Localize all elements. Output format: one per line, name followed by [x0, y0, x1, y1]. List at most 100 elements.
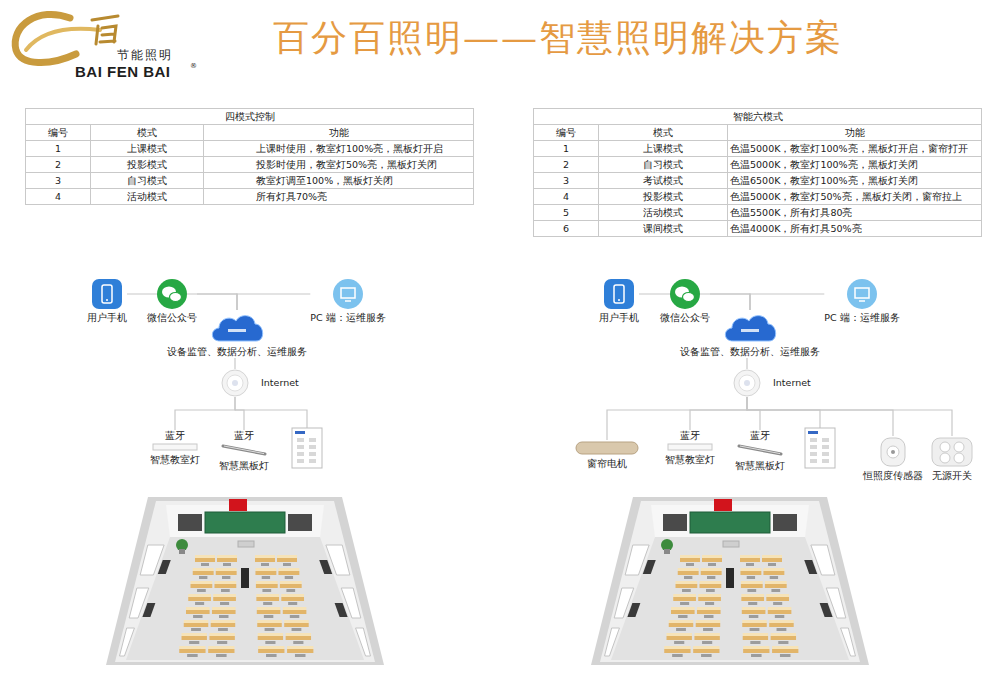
icon-glyph [954, 442, 964, 452]
table-cell: 功能 [728, 125, 982, 141]
room-floor [611, 537, 849, 660]
icon-bg [576, 442, 638, 454]
table-text: 2 [563, 159, 569, 170]
wechat-node: 微信公众号 [147, 278, 197, 324]
lectern [238, 541, 254, 547]
chair [773, 602, 782, 605]
desk-front [281, 597, 304, 601]
desk-front [671, 610, 695, 614]
table-cell: 色温5000K，教室灯100%亮，黑板灯关闭 [728, 157, 982, 173]
desk-front [741, 597, 764, 601]
panel-button [297, 438, 304, 442]
table-row: 5活动模式色温5500K，所有灯具80亮 [534, 205, 982, 221]
table-cell: 2 [26, 157, 91, 173]
table-row: 2投影模式投影时使用，教室灯50%亮，黑板灯关闭 [26, 157, 474, 173]
side-table [158, 560, 171, 574]
icon-glyph [891, 450, 895, 454]
chair [292, 628, 302, 631]
pc-node: PC 端：运维服务 [824, 278, 899, 324]
table-cell: 自习模式 [599, 157, 728, 173]
icon-glyph [228, 329, 246, 332]
blackboard-lamp-icon [221, 443, 267, 457]
mode-table: 智能六模式编号模式功能1上课模式色温5000K，教室灯100%亮，黑板灯开启，窗… [533, 108, 982, 237]
side-table [643, 560, 656, 574]
table-row: 1上课模式上课时使用，教室灯100%亮，黑板灯开启 [26, 141, 474, 157]
window [605, 628, 620, 656]
table-text: 活动模式 [643, 207, 683, 218]
desk-front [768, 610, 792, 614]
projection-screen [229, 499, 247, 511]
desk-front [765, 584, 787, 588]
desk-top [186, 607, 210, 610]
chair [195, 602, 204, 605]
chair [216, 654, 227, 657]
desk-front [702, 558, 722, 562]
table-text: 1 [563, 143, 569, 154]
desk-top [179, 646, 205, 649]
table-text: 投影时使用，教室灯50%亮，黑板灯关闭 [256, 159, 437, 170]
desk-front [208, 649, 234, 653]
desk-front [669, 623, 694, 627]
chair [263, 602, 272, 605]
chair [285, 576, 293, 579]
chair [199, 576, 207, 579]
desk-front [216, 571, 237, 575]
desk-front [193, 571, 214, 575]
chair [187, 654, 198, 657]
desk-top [287, 646, 313, 649]
blackboard [690, 512, 770, 533]
table-text: 3 [55, 175, 61, 186]
icon-glyph [940, 453, 950, 463]
connector [747, 397, 952, 436]
desk-front [179, 649, 205, 653]
chair [748, 602, 757, 605]
desk-top [768, 607, 792, 610]
chair [295, 654, 306, 657]
panel-button [309, 459, 316, 463]
panel-button [297, 459, 304, 463]
table-row: 编号模式功能 [534, 125, 982, 141]
protocol-label: 蓝牙 [234, 430, 254, 442]
chair [682, 589, 691, 592]
side-board [288, 514, 312, 531]
wechat-node: 微信公众号 [660, 278, 710, 324]
table-text: 投影模式 [643, 191, 683, 202]
desk-front [664, 649, 690, 653]
icon-bg [153, 444, 197, 450]
table-cell: 上课时使用，教室灯100%亮，黑板灯开启 [204, 141, 474, 157]
desk-front [771, 636, 796, 640]
desk-front [763, 571, 784, 575]
icon-glyph [741, 329, 759, 332]
desk-top [771, 633, 796, 636]
table-cell: 自习模式 [91, 173, 204, 189]
table-text: 2 [55, 159, 61, 170]
connector [607, 397, 747, 440]
desk-top [256, 594, 279, 597]
logo-mark [15, 14, 118, 62]
desk-top [697, 607, 721, 610]
desk-front [257, 623, 282, 627]
desk-top [693, 646, 719, 649]
pc-icon [847, 279, 877, 309]
blackboard-lamp: 蓝牙智慧黑板灯 [219, 430, 269, 472]
room-wall [115, 501, 375, 662]
desk-top [212, 607, 236, 610]
chair [768, 563, 776, 566]
table-cell: 色温5000K，教室灯100%亮，黑板灯开启，窗帘打开 [728, 141, 982, 157]
desk-top [217, 555, 237, 558]
table-cell: 活动模式 [599, 205, 728, 221]
desk-front [256, 597, 279, 601]
icon-bg [739, 446, 781, 454]
desk-top [280, 581, 302, 584]
desk-front [209, 636, 234, 640]
desk-top [191, 581, 213, 584]
podium [241, 568, 249, 588]
desk-front [743, 649, 769, 653]
desk-front [286, 636, 311, 640]
side-board [663, 514, 687, 531]
curtain-motor-icon [575, 441, 639, 455]
desk-top [278, 568, 299, 571]
panel-header [295, 431, 305, 434]
chair [701, 654, 712, 657]
table-text: 4 [563, 191, 569, 202]
